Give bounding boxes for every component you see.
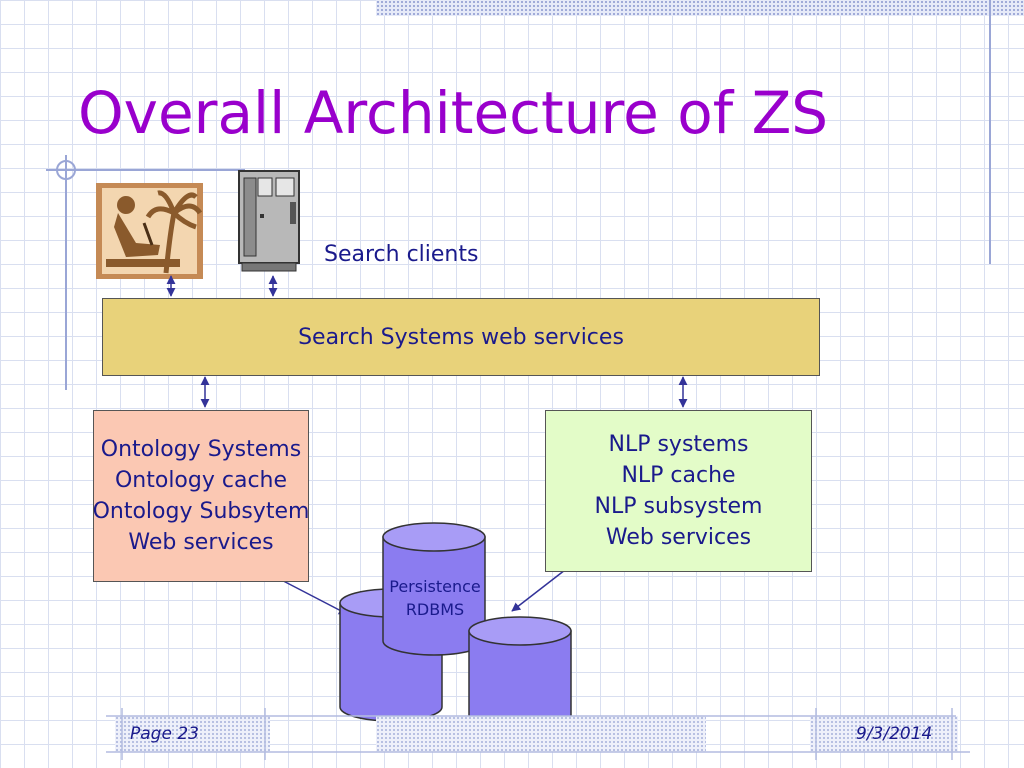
nlp-line: NLP systems [608,432,749,457]
search-clients-label: Search clients [324,242,479,267]
db-cylinder-middle [382,522,486,656]
db-line: RDBMS [405,600,465,619]
web-services-label: Search Systems web services [298,324,624,350]
footer-middle-bar [376,716,706,752]
server-tower-icon [238,170,300,272]
slide-date: 9/3/2014 [856,724,933,744]
nlp-systems-box: NLP systems NLP cache NLP subsystem Web … [545,410,812,572]
nlp-line: Web services [605,525,752,550]
nlp-line: NLP cache [621,463,736,488]
ontology-line: Ontology Subsytem [92,499,310,524]
search-systems-web-services-box: Search Systems web services [102,298,820,376]
ontology-line: Ontology cache [114,468,288,493]
top-decorative-band [376,0,1024,16]
ontology-line: Ontology Systems [100,437,302,462]
page-number: Page 23 [130,724,199,744]
ontology-systems-box: Ontology Systems Ontology cache Ontology… [93,410,309,582]
db-line: Persistence [389,577,481,596]
footer-page-bar [115,716,270,752]
footer-date-bar [810,716,958,752]
ontology-line: Web services [128,530,274,555]
slide-title: Overall Architecture of ZS [78,79,829,147]
persistence-rdbms-label: Persistence RDBMS [383,575,487,621]
nlp-line: NLP subsystem [594,494,763,519]
person-laptop-clipart-icon [96,183,203,279]
